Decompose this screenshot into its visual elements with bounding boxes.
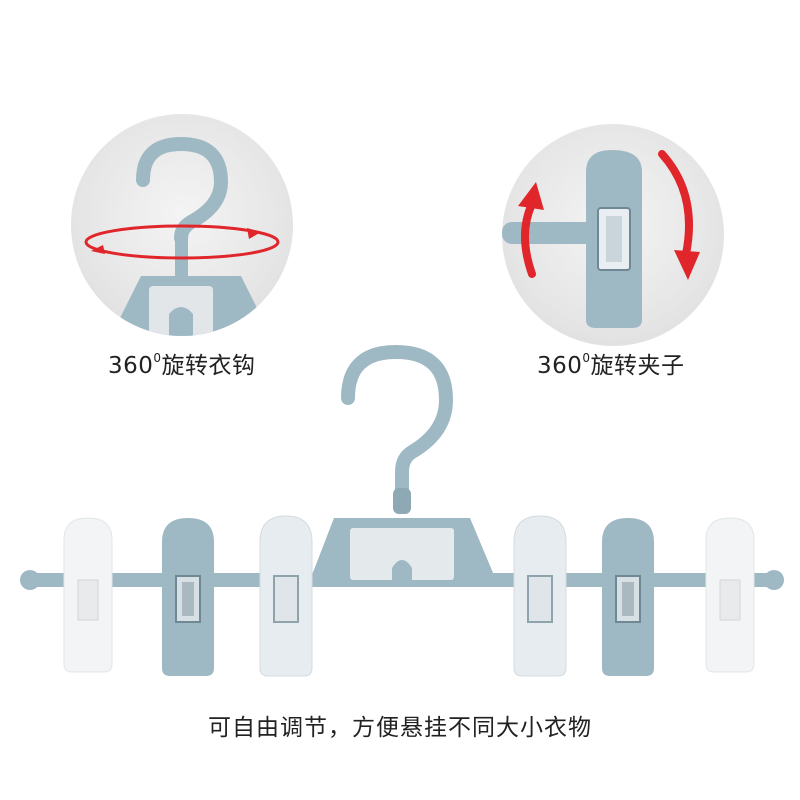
clip-blue bbox=[162, 518, 214, 676]
clip-white bbox=[259, 515, 313, 677]
adjustable-caption: 可自由调节，方便悬挂不同大小衣物 bbox=[208, 715, 592, 741]
rotating-hook-icon bbox=[84, 136, 280, 336]
clip-white bbox=[705, 517, 755, 673]
hook bbox=[341, 344, 454, 507]
clip-rotation-label: 3600旋转夹子 bbox=[537, 351, 685, 379]
rotating-clip-icon bbox=[502, 150, 700, 328]
hook-rotation-label: 3600旋转衣钩 bbox=[108, 351, 256, 379]
clip-detail-circle bbox=[502, 124, 724, 346]
clip-blue bbox=[602, 518, 654, 676]
clip-white bbox=[513, 515, 567, 677]
clip-white bbox=[63, 517, 113, 673]
hook-detail-circle bbox=[71, 114, 293, 336]
